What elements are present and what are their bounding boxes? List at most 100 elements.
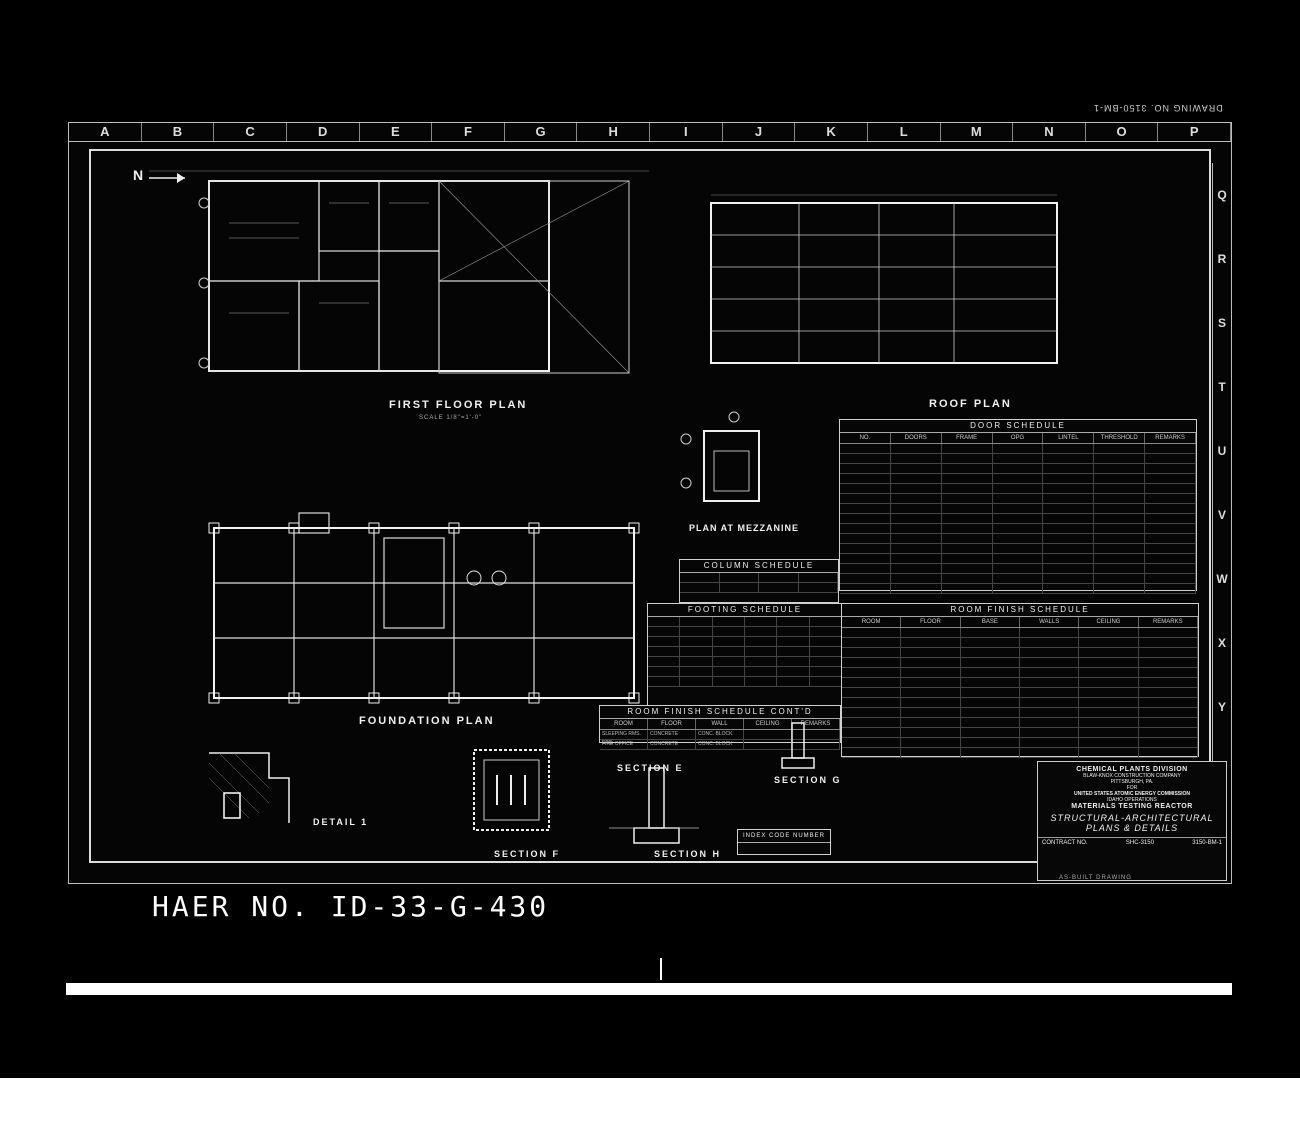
grid-letter-b: B	[142, 123, 215, 141]
drawing-border	[89, 149, 1211, 863]
index-code-box: INDEX CODE NUMBER	[737, 829, 831, 855]
grid-letter-l: L	[868, 123, 941, 141]
center-tick-mark	[660, 958, 662, 980]
table-cell: FIRE OFFICE	[600, 740, 648, 749]
grid-letter-q: Q	[1217, 188, 1227, 202]
index-code-label: INDEX CODE NUMBER	[738, 830, 830, 843]
footing-schedule-title: FOOTING SCHEDULE	[648, 604, 842, 617]
table-row	[840, 514, 1197, 524]
section-h-title: SECTION H	[654, 849, 722, 859]
table-cell: CONC. BLOCK	[696, 730, 744, 739]
table-row	[842, 628, 1198, 638]
grid-letter-v: V	[1217, 508, 1226, 522]
title-contract-label: CONTRACT NO.	[1042, 840, 1088, 846]
table-row	[840, 554, 1197, 564]
table-row	[842, 658, 1198, 668]
grid-letter-g: G	[505, 123, 578, 141]
table-row	[840, 524, 1197, 534]
room-finish-schedule-title: ROOM FINISH SCHEDULE	[842, 604, 1198, 617]
title-client: UNITED STATES ATOMIC ENERGY COMMISSION	[1073, 791, 1191, 797]
foundation-plan-drawing	[208, 512, 640, 704]
table-cell: CONCRETE	[648, 740, 696, 749]
table-row	[842, 648, 1198, 658]
column-schedule-title: COLUMN SCHEDULE	[680, 560, 838, 573]
haer-caption: HAER NO. ID-33-G-430	[152, 890, 550, 923]
grid-letter-t: T	[1218, 380, 1226, 394]
title-contract-number: SHC-3150	[1125, 840, 1154, 846]
detail-1-title: DETAIL 1	[313, 817, 369, 827]
column-header: OPG	[993, 433, 1044, 443]
grid-letter-w: W	[1216, 572, 1228, 586]
table-row	[840, 444, 1197, 454]
room-finish-contd-title: ROOM FINISH SCHEDULE CONT'D	[600, 706, 840, 719]
section-f-drawing	[473, 749, 550, 831]
bottom-border	[0, 1078, 1300, 1133]
table-row	[840, 474, 1197, 484]
north-arrow-label: N	[133, 167, 146, 183]
column-header: FRAME	[942, 433, 993, 443]
grid-letter-m: M	[941, 123, 1014, 141]
column-header: WALLS	[1020, 617, 1080, 627]
table-cell	[792, 730, 840, 739]
table-row	[840, 564, 1197, 574]
column-schedule-table: COLUMN SCHEDULE	[679, 559, 839, 603]
table-row	[840, 544, 1197, 554]
grid-letter-x: X	[1217, 636, 1226, 650]
grid-letter-r: R	[1217, 252, 1227, 266]
grid-letter-h: H	[577, 123, 650, 141]
column-header: FLOOR	[901, 617, 961, 627]
title-block: CHEMICAL PLANTS DIVISION BLAW-KNOX CONST…	[1037, 761, 1227, 881]
table-row	[842, 728, 1198, 738]
section-g-title: SECTION G	[774, 775, 842, 785]
table-row	[842, 668, 1198, 678]
table-cell	[792, 740, 840, 749]
column-header: THRESHOLD	[1094, 433, 1146, 443]
table-row	[840, 574, 1197, 584]
table-row	[842, 638, 1198, 648]
table-row	[842, 748, 1198, 758]
roof-plan-title: ROOF PLAN	[929, 398, 1012, 410]
table-row	[842, 698, 1198, 708]
table-cell: CONC. BLOCK	[696, 740, 744, 749]
footing-schedule-table: FOOTING SCHEDULE	[647, 603, 843, 707]
column-header: BASE	[961, 617, 1020, 627]
column-header: WALL	[696, 719, 744, 729]
section-e-title: SECTION E	[617, 763, 684, 773]
table-row	[842, 708, 1198, 718]
first-floor-plan-title: FIRST FLOOR PLAN	[389, 399, 528, 411]
grid-letter-j: J	[723, 123, 796, 141]
column-header: REMARKS	[792, 719, 840, 729]
grid-letter-k: K	[795, 123, 868, 141]
grid-letter-u: U	[1217, 444, 1227, 458]
column-header: CEILING	[1079, 617, 1139, 627]
mezzanine-plan-title: PLAN AT MEZZANINE	[689, 523, 799, 533]
table-row	[840, 584, 1197, 594]
table-row	[842, 738, 1198, 748]
film-edge-strip	[66, 983, 1232, 995]
door-schedule-title: DOOR SCHEDULE	[840, 420, 1196, 433]
grid-letter-f: F	[432, 123, 505, 141]
grid-letter-i: I	[650, 123, 723, 141]
title-ops: IDAHO OPERATIONS	[1107, 797, 1157, 803]
title-drawing-title: STRUCTURAL-ARCHITECTURAL PLANS & DETAILS	[1050, 813, 1214, 833]
title-sheet-number: 3150-BM-1	[1192, 840, 1222, 846]
table-row	[842, 718, 1198, 728]
section-f-title: SECTION F	[494, 849, 561, 859]
table-cell: CONCRETE	[648, 730, 696, 739]
mezzanine-plan-drawing	[680, 411, 760, 502]
roof-plan-drawing	[710, 194, 1058, 364]
column-header: FLOOR	[648, 719, 696, 729]
grid-letter-n: N	[1013, 123, 1086, 141]
grid-letter-e: E	[360, 123, 433, 141]
north-arrow-icon	[149, 173, 185, 183]
table-cell: SLEEPING RMS. ETC.	[600, 730, 648, 746]
column-header: DOORS	[891, 433, 942, 443]
title-division: CHEMICAL PLANTS DIVISION	[1076, 766, 1188, 773]
section-h-drawing	[609, 767, 699, 844]
table-row	[840, 464, 1197, 474]
